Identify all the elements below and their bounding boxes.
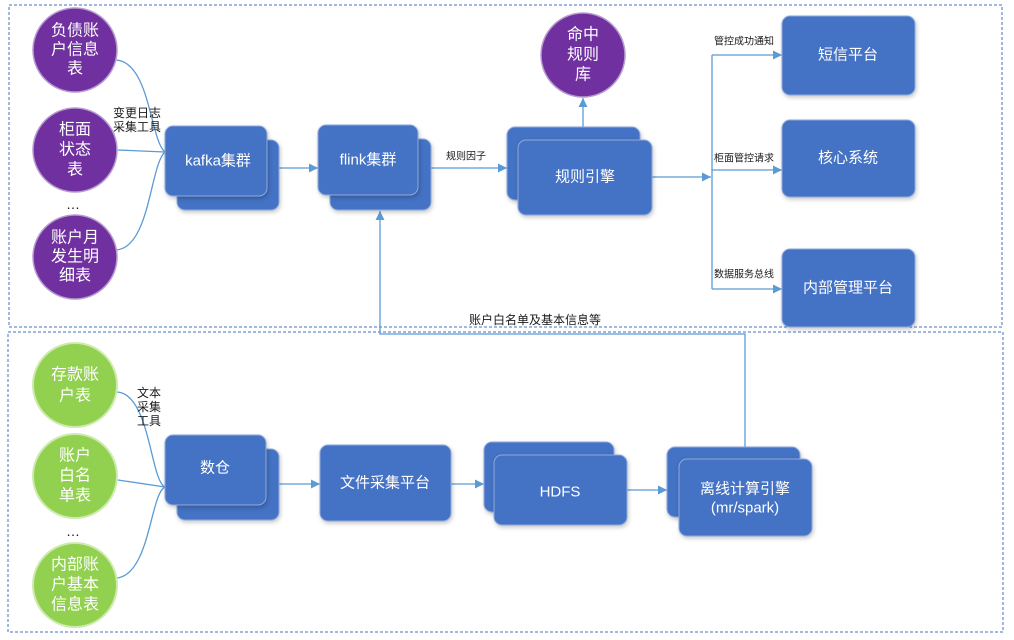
kafka-cluster-front <box>164 125 268 197</box>
source-label-line: 户表 <box>59 387 91 405</box>
data-warehouse-label: 数仓 <box>200 460 230 477</box>
core-system: 核心系统 <box>781 119 916 198</box>
edge-source-3-to-kafka <box>115 151 166 251</box>
file-collection-platform-label: 文件采集平台 <box>340 475 430 492</box>
realtime-zone-frame <box>8 4 1003 328</box>
hdfs-label: HDFS <box>540 484 581 501</box>
source-label-line: 负债账 <box>51 22 99 40</box>
source-label-line: 存款账 <box>51 366 99 384</box>
data-warehouse-front <box>164 434 267 506</box>
hit-rule-library: 命中 规则 库 <box>540 12 626 98</box>
change-log-collector-label: 变更日志 <box>113 105 161 120</box>
more-sources-ellipsis: … <box>66 196 80 212</box>
source-circle <box>32 542 118 628</box>
counter-control-request-label: 柜面管控请求 <box>714 152 774 165</box>
source-circle <box>32 433 118 519</box>
source-circle <box>32 342 118 428</box>
source-deposit-account: 存款账 户表 <box>32 342 118 428</box>
text-collector-label: 工具 <box>137 414 161 428</box>
source-label-line: 内部账 <box>51 556 99 574</box>
source-label-line: 细表 <box>59 267 91 285</box>
internal-management-platform-box <box>781 248 916 328</box>
kafka-cluster-label: kafka集群 <box>185 153 251 170</box>
core-system-label: 核心系统 <box>818 150 878 167</box>
edge-offline-engine-to-flink <box>375 211 746 447</box>
text-collector-label: 文本 <box>137 385 161 400</box>
offline-compute-engine-label: 离线计算引擎 <box>700 480 790 498</box>
source-circle <box>32 214 118 300</box>
sms-platform-label: 短信平台 <box>818 47 878 64</box>
source-counter-status: 柜面 状态 表 <box>32 107 118 193</box>
rule-engine-label: 规则引擎 <box>555 169 615 186</box>
batch-zone-frame <box>7 331 1004 633</box>
source-label-line: 户信息 <box>51 41 99 59</box>
rule-library-label-line: 库 <box>575 66 591 84</box>
source-monthly-account-detail: 账户月 发生明 细表 <box>32 214 118 300</box>
file-collection-platform-box <box>319 444 452 522</box>
source-label-line: 表 <box>67 161 83 179</box>
source-label-line: 单表 <box>59 487 91 505</box>
rule-engine: 规则引擎 <box>506 126 653 216</box>
hdfs-front <box>493 454 628 526</box>
text-collector-label: 采集 <box>137 399 161 414</box>
flink-cluster-label: flink集群 <box>340 152 397 169</box>
rule-library-circle <box>540 12 626 98</box>
rule-library-label-line: 命中 <box>567 26 599 44</box>
offline-compute-engine-front <box>678 458 813 537</box>
rule-engine-front <box>517 139 653 216</box>
edge-source-1-to-kafka <box>115 59 166 153</box>
offline-compute-engine: 离线计算引擎 (mr/spark) <box>666 446 813 537</box>
kafka-cluster: kafka集群 <box>164 125 280 211</box>
edge-batch-source-2-to-warehouse <box>117 479 166 488</box>
source-label-line: 户基本 <box>51 576 99 594</box>
whitelist-basic-info-label: 账户白名单及基本信息等 <box>469 312 601 327</box>
edge-batch-source-3-to-warehouse <box>115 486 166 579</box>
source-label-line: 账户月 <box>51 229 99 247</box>
source-label-line: 白名 <box>59 467 91 485</box>
edge-source-2-to-kafka <box>117 149 166 153</box>
core-system-box <box>781 119 916 198</box>
source-circle <box>32 107 118 193</box>
file-collection-platform: 文件采集平台 <box>319 444 452 522</box>
flink-cluster: flink集群 <box>317 124 432 211</box>
change-log-collector-label: 采集工具 <box>113 119 161 134</box>
source-label-line: 发生明 <box>51 248 99 266</box>
internal-management-platform: 内部管理平台 <box>781 248 916 328</box>
source-label-line: 状态 <box>59 141 91 159</box>
control-success-notice-label: 管控成功通知 <box>714 35 774 48</box>
source-internal-account-basic-info: 内部账 户基本 信息表 <box>32 542 118 628</box>
edge-batch-source-1-to-warehouse <box>115 391 166 488</box>
source-label-line: 账户 <box>59 447 91 465</box>
source-label-line: 信息表 <box>51 596 99 614</box>
hdfs: HDFS <box>483 441 628 526</box>
source-label-line: 柜面 <box>59 121 91 139</box>
internal-management-platform-label: 内部管理平台 <box>803 280 893 297</box>
flink-cluster-front <box>317 124 419 196</box>
more-batch-sources-ellipsis: … <box>66 523 80 539</box>
rule-library-label-line: 规则 <box>567 46 599 64</box>
data-warehouse: 数仓 <box>164 434 280 521</box>
offline-compute-engine-sublabel: (mr/spark) <box>711 500 779 517</box>
sms-platform: 短信平台 <box>781 15 916 96</box>
source-circle <box>32 7 118 93</box>
source-account-whitelist: 账户 白名 单表 <box>32 433 118 519</box>
sms-platform-box <box>781 15 916 96</box>
rule-factor-label: 规则因子 <box>446 150 486 163</box>
source-liability-account-info: 负债账 户信息 表 <box>32 7 118 93</box>
data-service-bus-label: 数据服务总线 <box>714 268 774 281</box>
source-label-line: 表 <box>67 60 83 78</box>
